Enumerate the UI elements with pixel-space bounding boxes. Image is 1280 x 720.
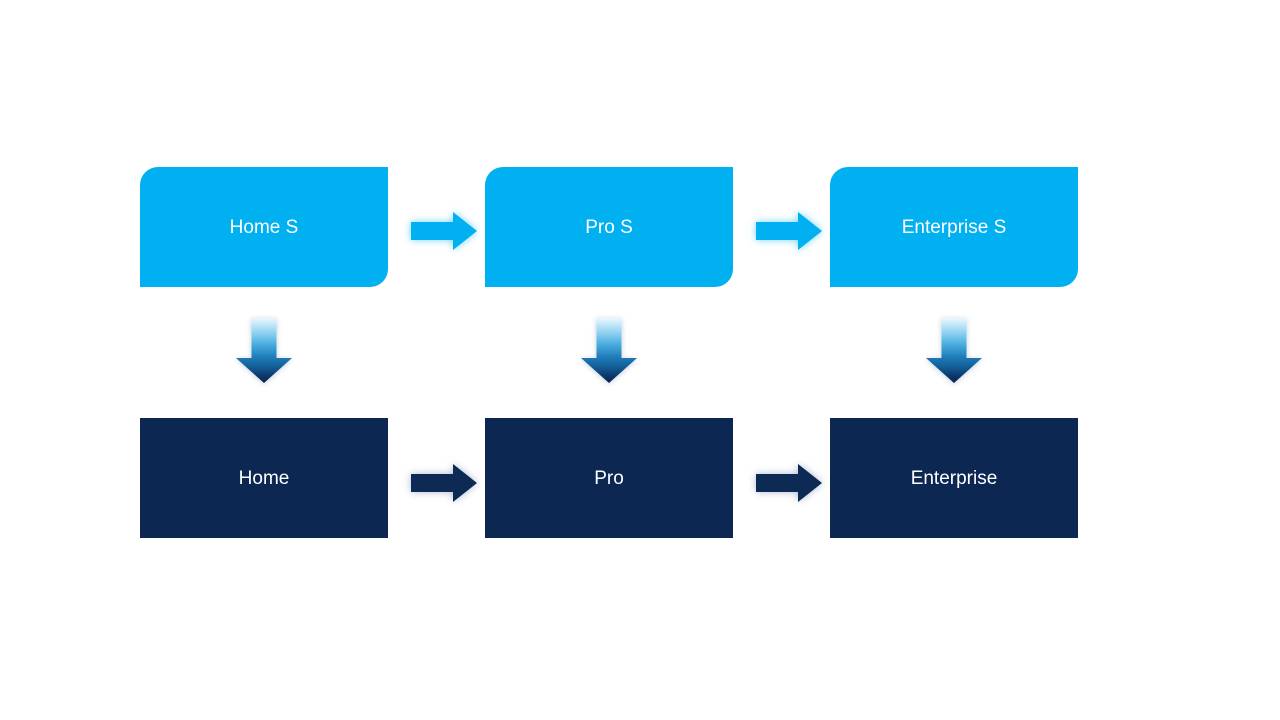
node-label: Enterprise S — [901, 216, 1007, 238]
node-label: Home S — [229, 216, 299, 238]
right-arrow-icon — [411, 464, 477, 502]
node-label: Pro S — [585, 216, 633, 238]
down-arrow-icon — [926, 318, 982, 383]
node-home-s: Home S — [140, 167, 388, 287]
node-label: Home — [238, 467, 290, 489]
node-home: Home — [140, 418, 388, 538]
node-enterprise-s: Enterprise S — [830, 167, 1078, 287]
down-arrow-icon — [236, 318, 292, 383]
node-pro: Pro — [485, 418, 733, 538]
node-pro-s: Pro S — [485, 167, 733, 287]
right-arrow-icon — [756, 212, 822, 250]
node-label: Pro — [594, 467, 624, 489]
right-arrow-icon — [411, 212, 477, 250]
right-arrow-icon — [756, 464, 822, 502]
down-arrow-icon — [581, 318, 637, 383]
node-label: Enterprise — [910, 467, 998, 489]
node-enterprise: Enterprise — [830, 418, 1078, 538]
